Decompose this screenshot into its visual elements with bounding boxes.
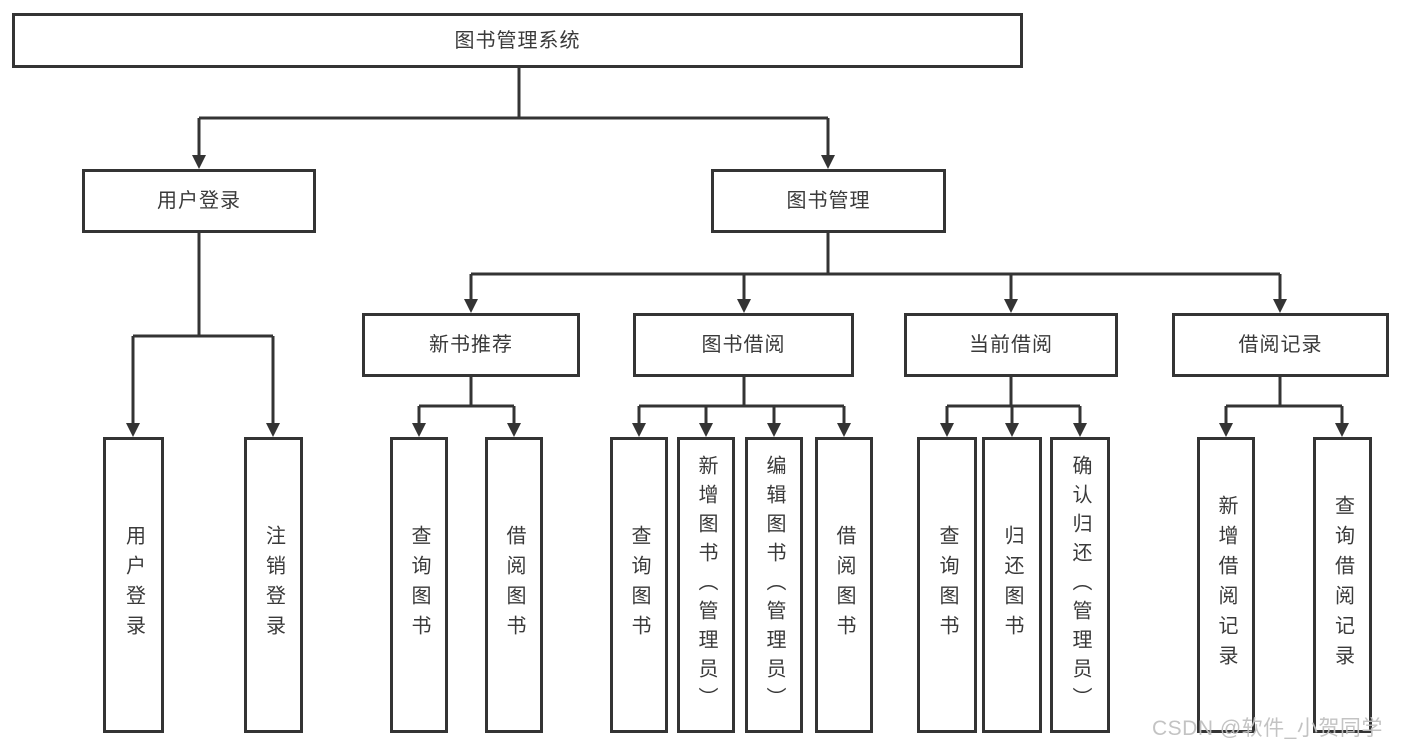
leaf-user-login: 用户登录: [103, 437, 164, 733]
node-borrowing-records: 借阅记录: [1172, 313, 1389, 377]
leaf-return-books: 归还图书: [982, 437, 1042, 733]
connector-current-borrow-branch: [945, 377, 1082, 424]
leaf-borrow-books-recommend: 借阅图书: [485, 437, 543, 733]
node-current-borrowing: 当前借阅: [904, 313, 1118, 377]
connector-root-to-level1: [197, 68, 830, 156]
leaf-query-books-recommend: 查询图书: [390, 437, 448, 733]
leaf-query-books-borrowing: 查询图书: [610, 437, 668, 733]
connector-user-login-branch: [131, 233, 275, 424]
node-book-management: 图书管理: [711, 169, 946, 233]
csdn-watermark: CSDN @软件_小贺同学: [1152, 717, 1383, 740]
node-book-borrowing: 图书借阅: [633, 313, 854, 377]
arrowheads-level1: [192, 155, 835, 169]
connector-book-borrow-branch: [637, 377, 846, 424]
connector-book-management-branch: [469, 233, 1282, 300]
arrowheads-borrow-record-branch: [1219, 423, 1349, 437]
node-library-management-system: 图书管理系统: [12, 13, 1023, 68]
arrowheads-user-login-branch: [126, 423, 280, 437]
arrowheads-book-management-branch: [464, 299, 1287, 313]
leaf-add-borrow-record: 新增借阅记录: [1197, 437, 1255, 733]
leaf-confirm-return-admin: 确认归还（管理员）: [1050, 437, 1110, 733]
leaf-query-borrow-record: 查询借阅记录: [1313, 437, 1372, 733]
leaf-logout: 注销登录: [244, 437, 303, 733]
leaf-add-books-admin: 新增图书（管理员）: [677, 437, 735, 733]
connector-new-book-branch: [417, 377, 516, 424]
node-new-book-recommendation: 新书推荐: [362, 313, 580, 377]
leaf-borrow-books: 借阅图书: [815, 437, 873, 733]
arrowheads-current-borrow-branch: [940, 423, 1087, 437]
node-user-login: 用户登录: [82, 169, 316, 233]
connector-borrow-record-branch: [1224, 377, 1344, 424]
leaf-query-books-current: 查询图书: [917, 437, 977, 733]
leaf-edit-books-admin: 编辑图书（管理员）: [745, 437, 803, 733]
arrowheads-new-book-branch: [412, 423, 521, 437]
arrowheads-book-borrow-branch: [632, 423, 851, 437]
